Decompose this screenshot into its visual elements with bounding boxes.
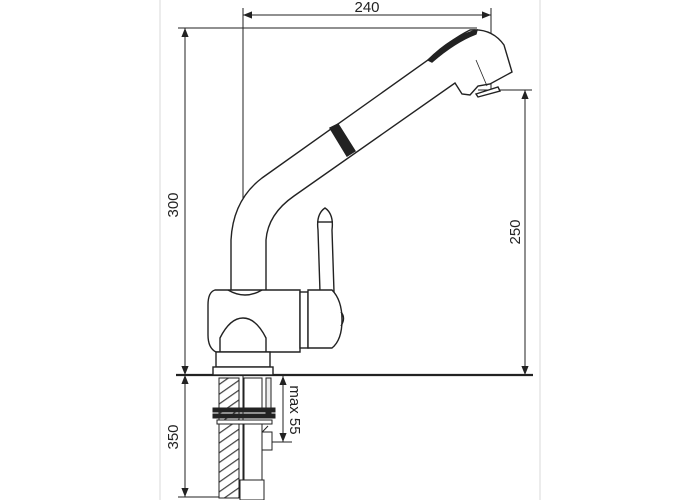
flexible-hose [218, 377, 240, 499]
hose-connector-top [243, 377, 263, 409]
lever-cap [307, 289, 343, 349]
aerator [474, 86, 502, 98]
washer-1 [212, 407, 276, 413]
threaded-rod [265, 377, 272, 414]
spout-band [329, 123, 356, 157]
cartridge-ring [299, 291, 309, 349]
body-curve-top [227, 289, 263, 296]
plate [216, 419, 273, 425]
mounting-hardware [212, 377, 276, 500]
dim-label-250: 250 [507, 219, 524, 244]
spout [230, 29, 513, 293]
dim-label-350: 350 [165, 424, 182, 449]
cap-button [340, 311, 345, 327]
body-curve-bottom [219, 317, 267, 352]
spout-top-stripe [426, 29, 478, 63]
base-flange [212, 366, 274, 376]
dim-label-240: 240 [354, 0, 379, 16]
hose-connector-bottom [239, 479, 265, 500]
lever-handle [316, 207, 335, 293]
base-collar [215, 351, 271, 368]
faucet [207, 29, 513, 376]
head-seam [475, 59, 488, 87]
dim-label-300: 300 [165, 192, 182, 217]
dim-label-max55: max 55 [286, 385, 303, 434]
faucet-body [207, 289, 301, 353]
washer-2 [212, 413, 276, 419]
